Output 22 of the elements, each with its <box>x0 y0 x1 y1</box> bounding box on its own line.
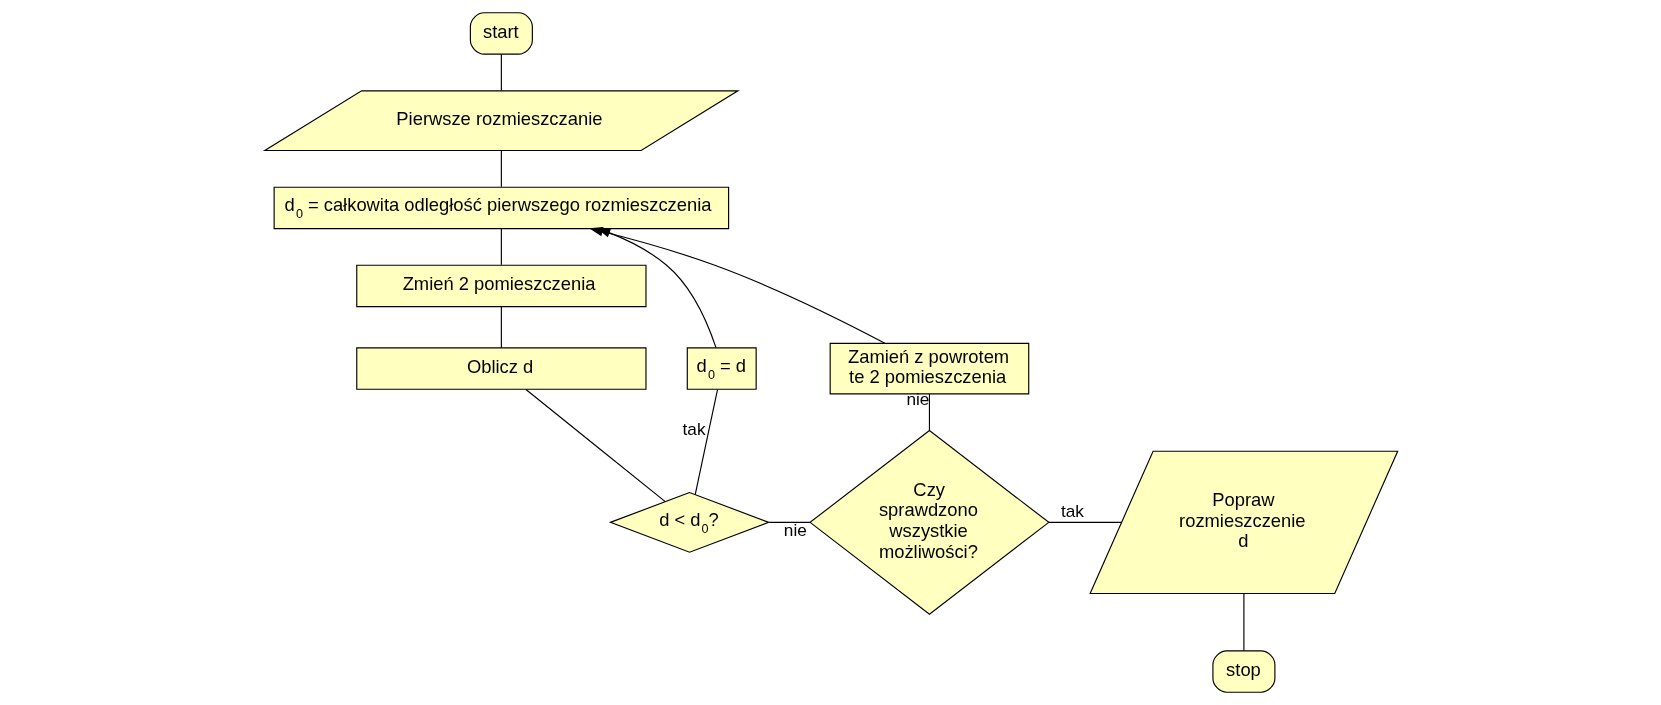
edge-label: tak <box>682 418 706 439</box>
connector <box>928 393 930 431</box>
node-box: start <box>469 12 533 55</box>
connector <box>500 306 502 349</box>
node-diamond: d < d$_{0}$? <box>608 491 770 553</box>
node-box: stop <box>1211 650 1275 693</box>
edge-label: nie <box>783 520 807 541</box>
node-box: d$_{0}$ = całkowita odległość pierwszego rozmieszczenia <box>273 186 729 230</box>
node-diamond: Czy sprawdzono wszystkie możliwości? <box>808 429 1050 615</box>
node-box: Zmień 2 pomieszczenia <box>355 264 647 308</box>
connector <box>1242 592 1244 652</box>
edge-label: tak <box>1060 500 1084 521</box>
connector <box>500 150 502 188</box>
node-box: Oblicz d <box>355 347 647 390</box>
node-box: Zamień z powrotem te 2 pomieszczenia <box>829 342 1029 395</box>
connector <box>524 388 666 503</box>
connector <box>768 521 810 523</box>
node-box: d$_{0}$ = d <box>686 347 757 390</box>
connector <box>1047 521 1122 523</box>
connector <box>500 228 502 266</box>
connector <box>500 53 502 92</box>
connector <box>694 388 718 495</box>
